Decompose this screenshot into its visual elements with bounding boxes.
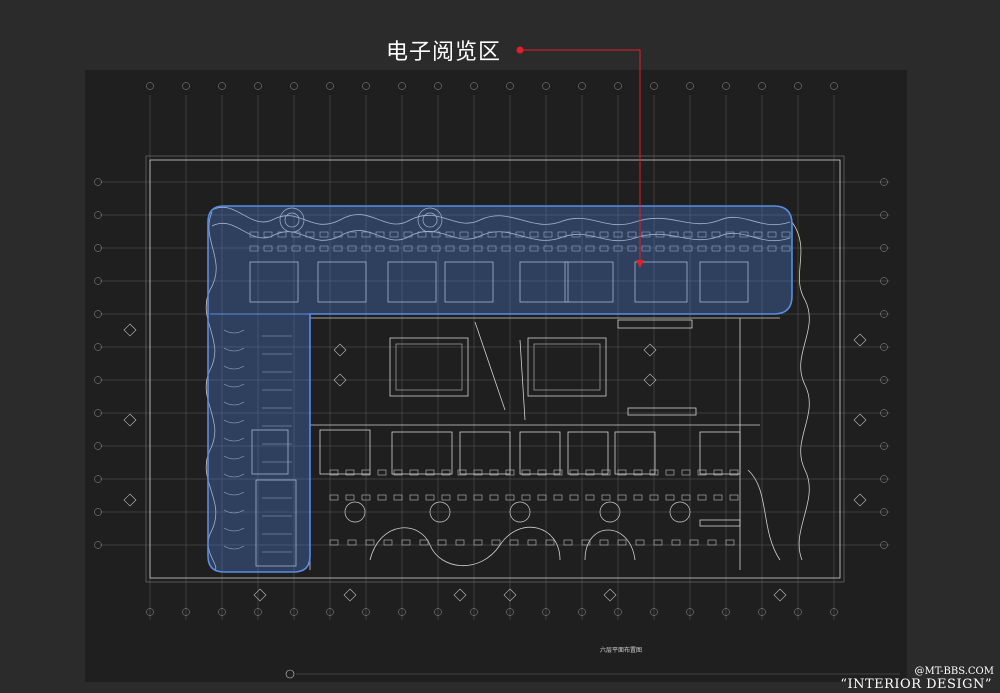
electronic-reading-zone-highlight[interactable] bbox=[207, 205, 793, 573]
round-tables bbox=[279, 207, 691, 523]
callout-leader bbox=[516, 46, 644, 268]
watermark-site: @MT-BBS.COM bbox=[914, 666, 994, 677]
furniture-marks bbox=[123, 231, 867, 602]
drawing-number-marker bbox=[285, 669, 900, 679]
axis-bubbles bbox=[94, 82, 888, 616]
watermark-brand: “INTERIOR DESIGN” bbox=[840, 677, 992, 692]
drawing-title: 六层平面布置图 bbox=[600, 647, 643, 654]
callout-label-electronic-reading-area: 电子阅览区 bbox=[386, 40, 502, 65]
